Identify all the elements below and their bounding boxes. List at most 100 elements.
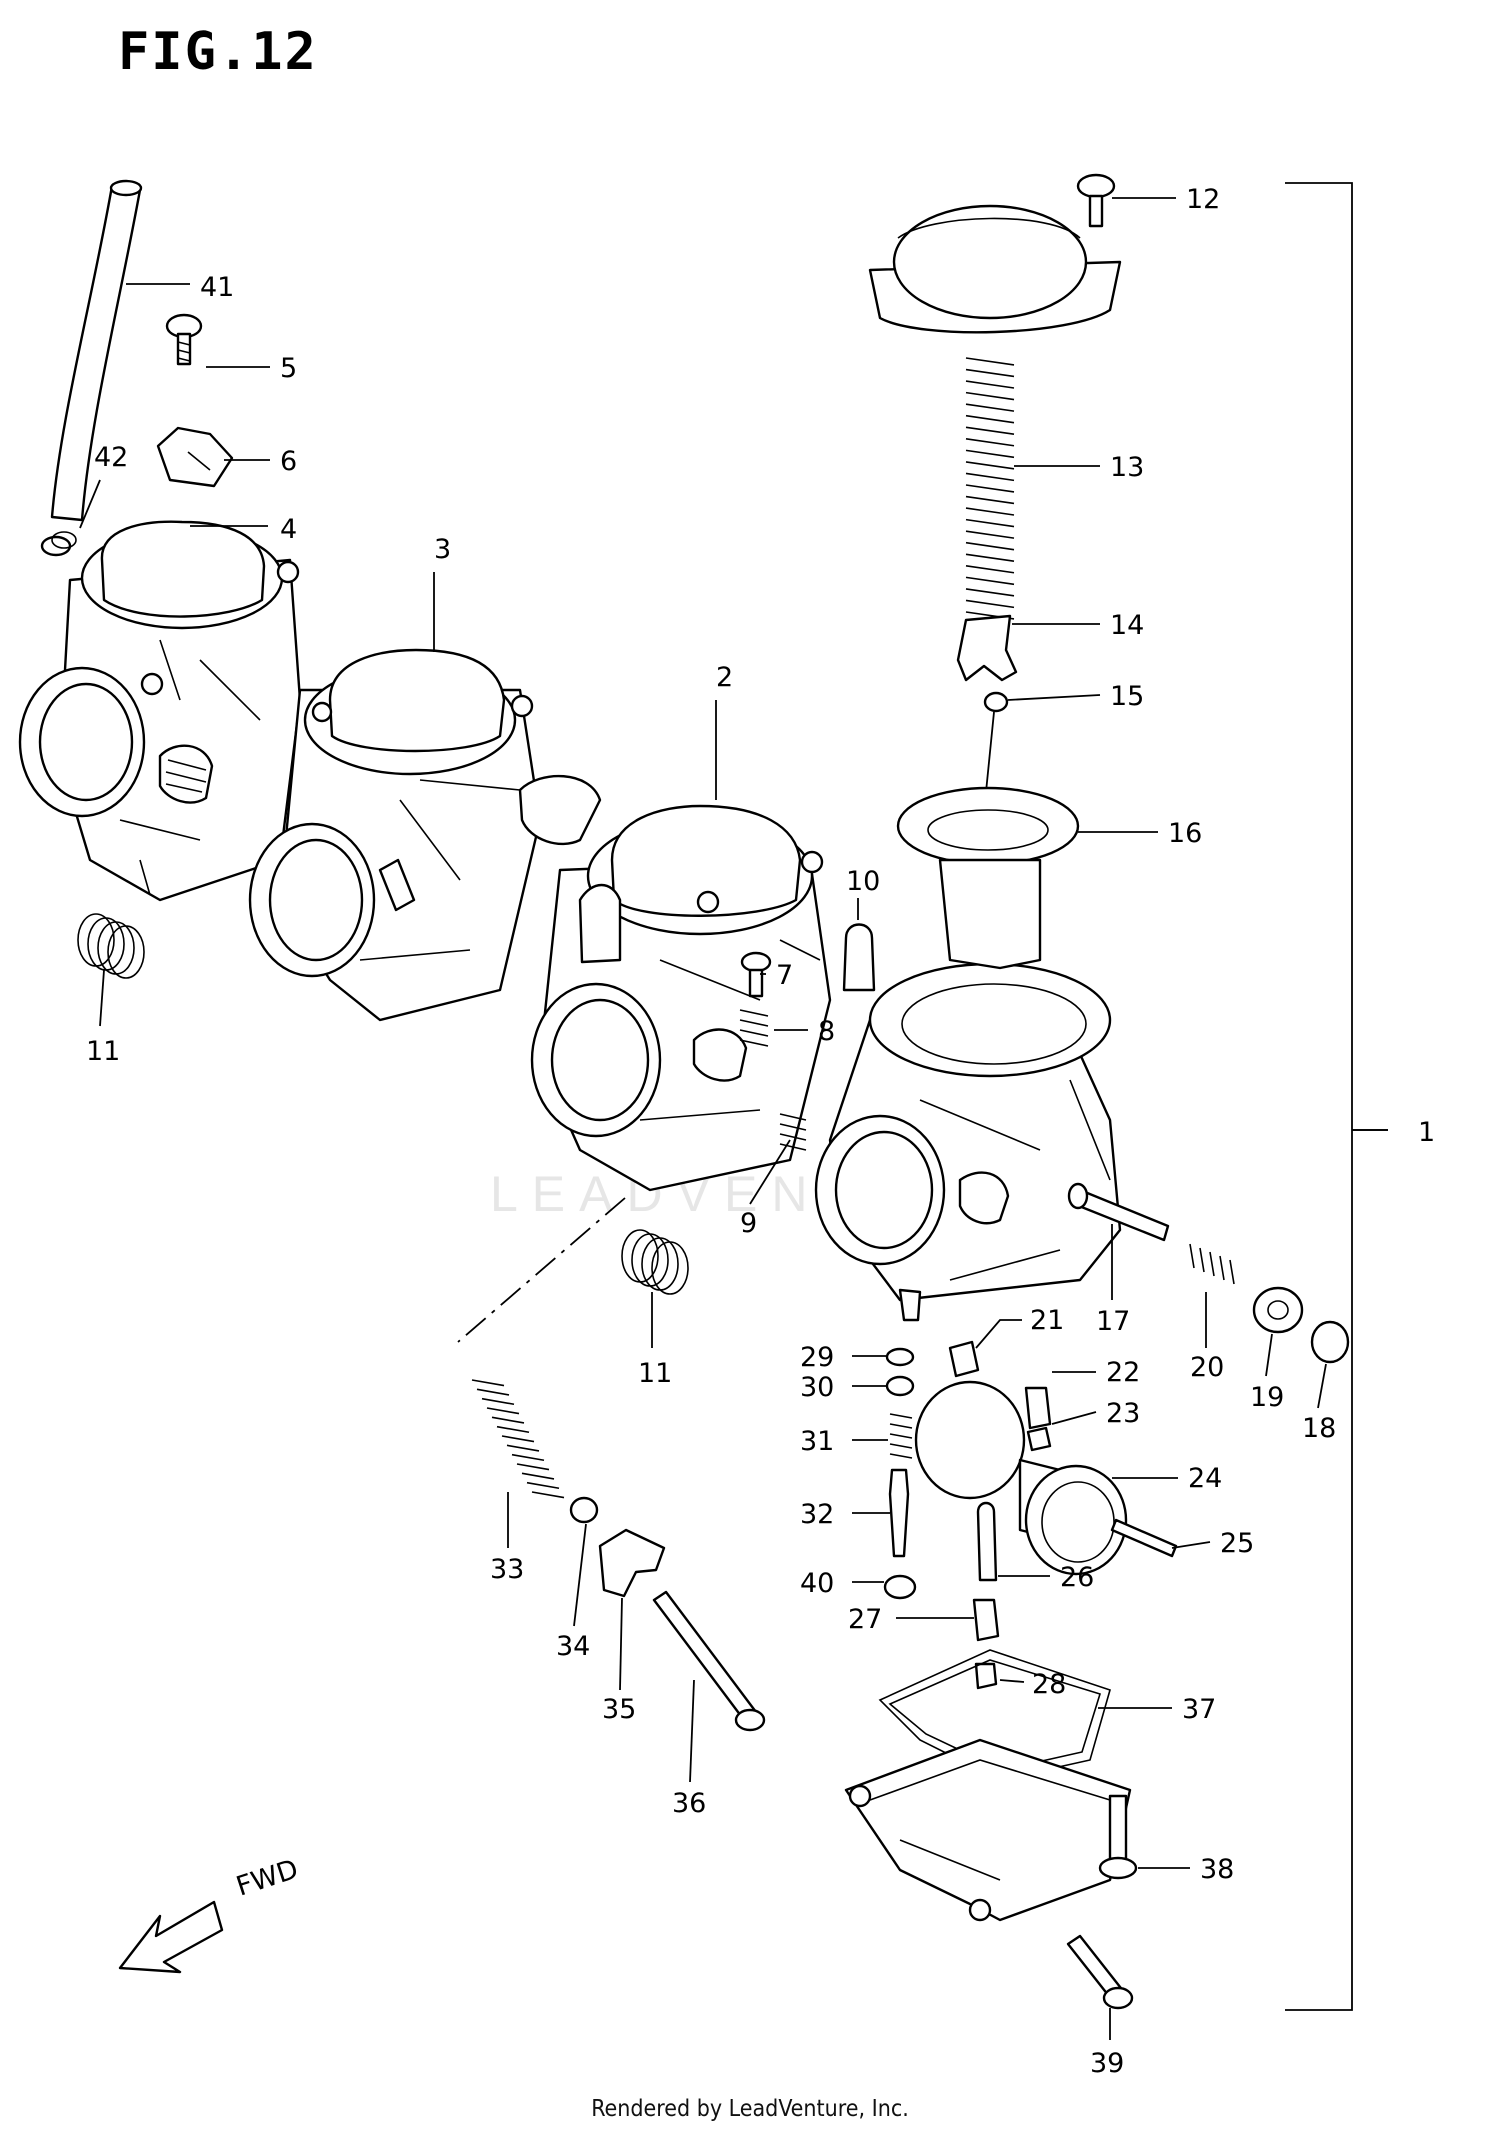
carburetor-4[interactable] [18,520,302,902]
screw-top[interactable] [1076,173,1116,228]
spring-11-left[interactable] [77,913,145,979]
screw-39[interactable] [1066,1934,1134,2010]
callout-label[interactable]: 4 [280,514,297,545]
carburetor-3[interactable] [248,648,602,1022]
leader-line [1317,1363,1327,1409]
callout-label[interactable]: 29 [800,1342,834,1373]
callout-label[interactable]: 23 [1106,1398,1140,1429]
callout-label[interactable]: 20 [1190,1352,1224,1383]
callout-label[interactable]: 1 [1418,1117,1435,1148]
spring-seat[interactable] [956,614,1018,682]
callout-label[interactable]: 39 [1090,2048,1124,2079]
jet-22[interactable] [1024,1386,1052,1430]
leader-line [975,1319,1022,1349]
callout-label[interactable]: 42 [94,442,128,473]
callout-label[interactable]: 18 [1302,1413,1336,1444]
spring-9[interactable] [779,1113,807,1151]
callout-label[interactable]: 12 [1186,184,1220,215]
leader-line [79,479,101,529]
callout-label[interactable]: 25 [1220,1528,1254,1559]
callout-label[interactable]: 21 [1030,1305,1064,1336]
carburetor-2[interactable] [530,804,832,1192]
carburetor-1[interactable] [814,962,1122,1322]
leader-line [619,1597,623,1691]
spring-20[interactable] [1189,1243,1235,1285]
lever-35[interactable] [598,1528,666,1598]
spring-13[interactable] [965,357,1015,620]
callout-label[interactable]: 41 [200,272,234,303]
callout-label[interactable]: 22 [1106,1357,1140,1388]
leader-line [689,1679,695,1783]
leader-line [1171,1541,1211,1549]
fuel-hose[interactable] [50,179,143,522]
callout-label[interactable]: 7 [776,960,793,991]
callout-label[interactable]: 36 [672,1788,706,1819]
bracket-small[interactable] [156,426,234,488]
callout-label[interactable]: 2 [716,662,733,693]
leader-line [573,1523,587,1627]
callout-label[interactable]: 33 [490,1554,524,1585]
washer-19[interactable] [1252,1286,1304,1334]
callout-label[interactable]: 6 [280,446,297,477]
callout-label[interactable]: 11 [86,1036,120,1067]
callout-label[interactable]: 3 [434,534,451,565]
linkage-line [457,1197,626,1343]
top-cap[interactable] [868,204,1122,334]
main-jet-27[interactable] [972,1598,1000,1642]
callout-label[interactable]: 28 [1032,1669,1066,1700]
shaft-36[interactable] [652,1590,766,1732]
spring-33[interactable] [471,1379,565,1499]
washer-34[interactable] [569,1496,599,1524]
cap-rubber[interactable] [842,923,876,992]
screw-38[interactable] [1098,1794,1138,1880]
callout-label[interactable]: 17 [1096,1306,1130,1337]
callout-label[interactable]: 26 [1060,1562,1094,1593]
pin-25[interactable] [1110,1518,1178,1558]
washer-29[interactable] [885,1347,915,1367]
callout-label[interactable]: 14 [1110,610,1144,641]
cover-assembly-24[interactable] [914,1380,1128,1576]
callout-label[interactable]: 8 [818,1016,835,1047]
callout-label[interactable]: 15 [1110,681,1144,712]
callout-label[interactable]: 19 [1250,1382,1284,1413]
float-bowl[interactable] [844,1738,1132,1922]
callout-label[interactable]: 5 [280,353,297,384]
screw-7[interactable] [740,951,772,998]
callout-label[interactable]: 31 [800,1426,834,1457]
callout-label[interactable]: 24 [1188,1463,1222,1494]
spring-8[interactable] [739,1009,769,1047]
pilot-screw-32[interactable] [888,1468,910,1558]
callout-label[interactable]: 40 [800,1568,834,1599]
jet-28[interactable] [974,1662,998,1690]
callout-label[interactable]: 13 [1110,452,1144,483]
cap-18[interactable] [1310,1320,1350,1364]
screw-small[interactable] [165,313,203,366]
callout-label[interactable]: 16 [1168,818,1202,849]
callout-label[interactable]: 30 [800,1372,834,1403]
adjust-screw-17[interactable] [1067,1182,1170,1242]
cap-40[interactable] [883,1574,917,1600]
callout-label[interactable]: 27 [848,1604,882,1635]
callout-label[interactable]: 11 [638,1358,672,1389]
ring-30[interactable] [885,1375,915,1397]
callout-label[interactable]: 35 [602,1694,636,1725]
leader-line [99,969,105,1027]
plug-21[interactable] [948,1340,980,1378]
spring-31[interactable] [889,1413,913,1459]
leader-line [749,1139,791,1205]
needle-jet-26[interactable] [976,1501,998,1582]
leader-line [999,1679,1025,1683]
diaphragm-piston[interactable] [896,786,1080,970]
callout-label[interactable]: 37 [1182,1694,1216,1725]
callout-label[interactable]: 32 [800,1499,834,1530]
spring-11-mid[interactable] [621,1229,689,1295]
callout-label[interactable]: 9 [740,1208,757,1239]
callout-label[interactable]: 10 [846,866,880,897]
ring-23[interactable] [1026,1426,1052,1452]
callout-label[interactable]: 38 [1200,1854,1234,1885]
leader-line [1051,1411,1097,1425]
callout-label[interactable]: 34 [556,1631,590,1662]
gasket-37[interactable] [878,1649,1111,1781]
hose-clip[interactable] [40,531,77,557]
